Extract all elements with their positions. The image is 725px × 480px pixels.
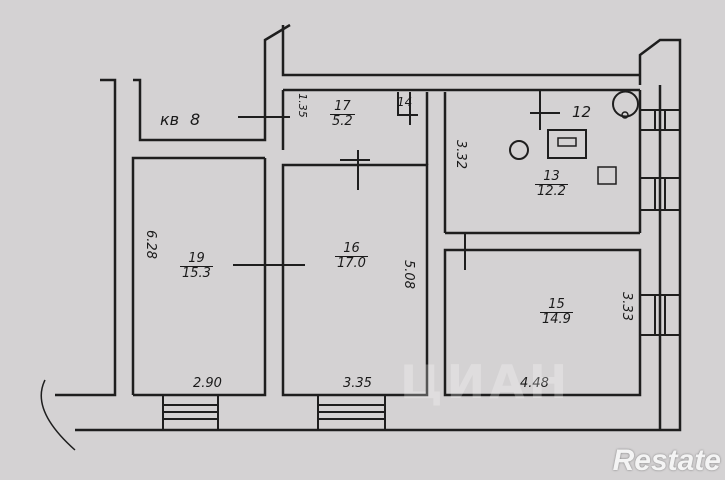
room-12-label: 12 [572, 103, 592, 121]
room-19-label: 19 15.3 [180, 251, 213, 282]
room-13-number: 13 [535, 169, 568, 186]
room-14-label: 14 [397, 95, 413, 109]
room-15-depth-dimension: 3.33 [618, 292, 634, 321]
room-15-number: 15 [540, 297, 573, 314]
brand-logo: Restate [612, 444, 721, 477]
apartment-label: кв [160, 110, 180, 129]
room-19-area: 15.3 [182, 266, 211, 282]
room-16-label: 16 17.0 [335, 241, 368, 272]
room-19-depth-dimension: 6.28 [142, 230, 158, 259]
room-16-width-dimension: 3.35 [343, 376, 372, 391]
room-19-number: 19 [180, 251, 213, 268]
room-15-area: 14.9 [542, 312, 571, 328]
room-13-depth-dimension: 3.32 [452, 140, 468, 169]
room-13-area: 12.2 [537, 184, 566, 200]
room-16-area: 17.0 [337, 256, 366, 272]
room-16-depth-dimension: 5.08 [400, 260, 416, 289]
room-13-label: 13 12.2 [535, 169, 568, 200]
room-15-width-dimension: 4.48 [520, 376, 549, 391]
room-17-depth-dimension: 1.35 [295, 93, 309, 118]
room-17-label: 17 5.2 [330, 99, 355, 130]
room-17-area: 5.2 [332, 114, 353, 130]
room-16-number: 16 [335, 241, 368, 258]
room-19-width-dimension: 2.90 [193, 376, 222, 391]
room-17-number: 17 [330, 99, 355, 116]
apartment-number: 8 [190, 110, 201, 129]
room-15-label: 15 14.9 [540, 297, 573, 328]
watermark: ЦИАН [400, 355, 572, 409]
